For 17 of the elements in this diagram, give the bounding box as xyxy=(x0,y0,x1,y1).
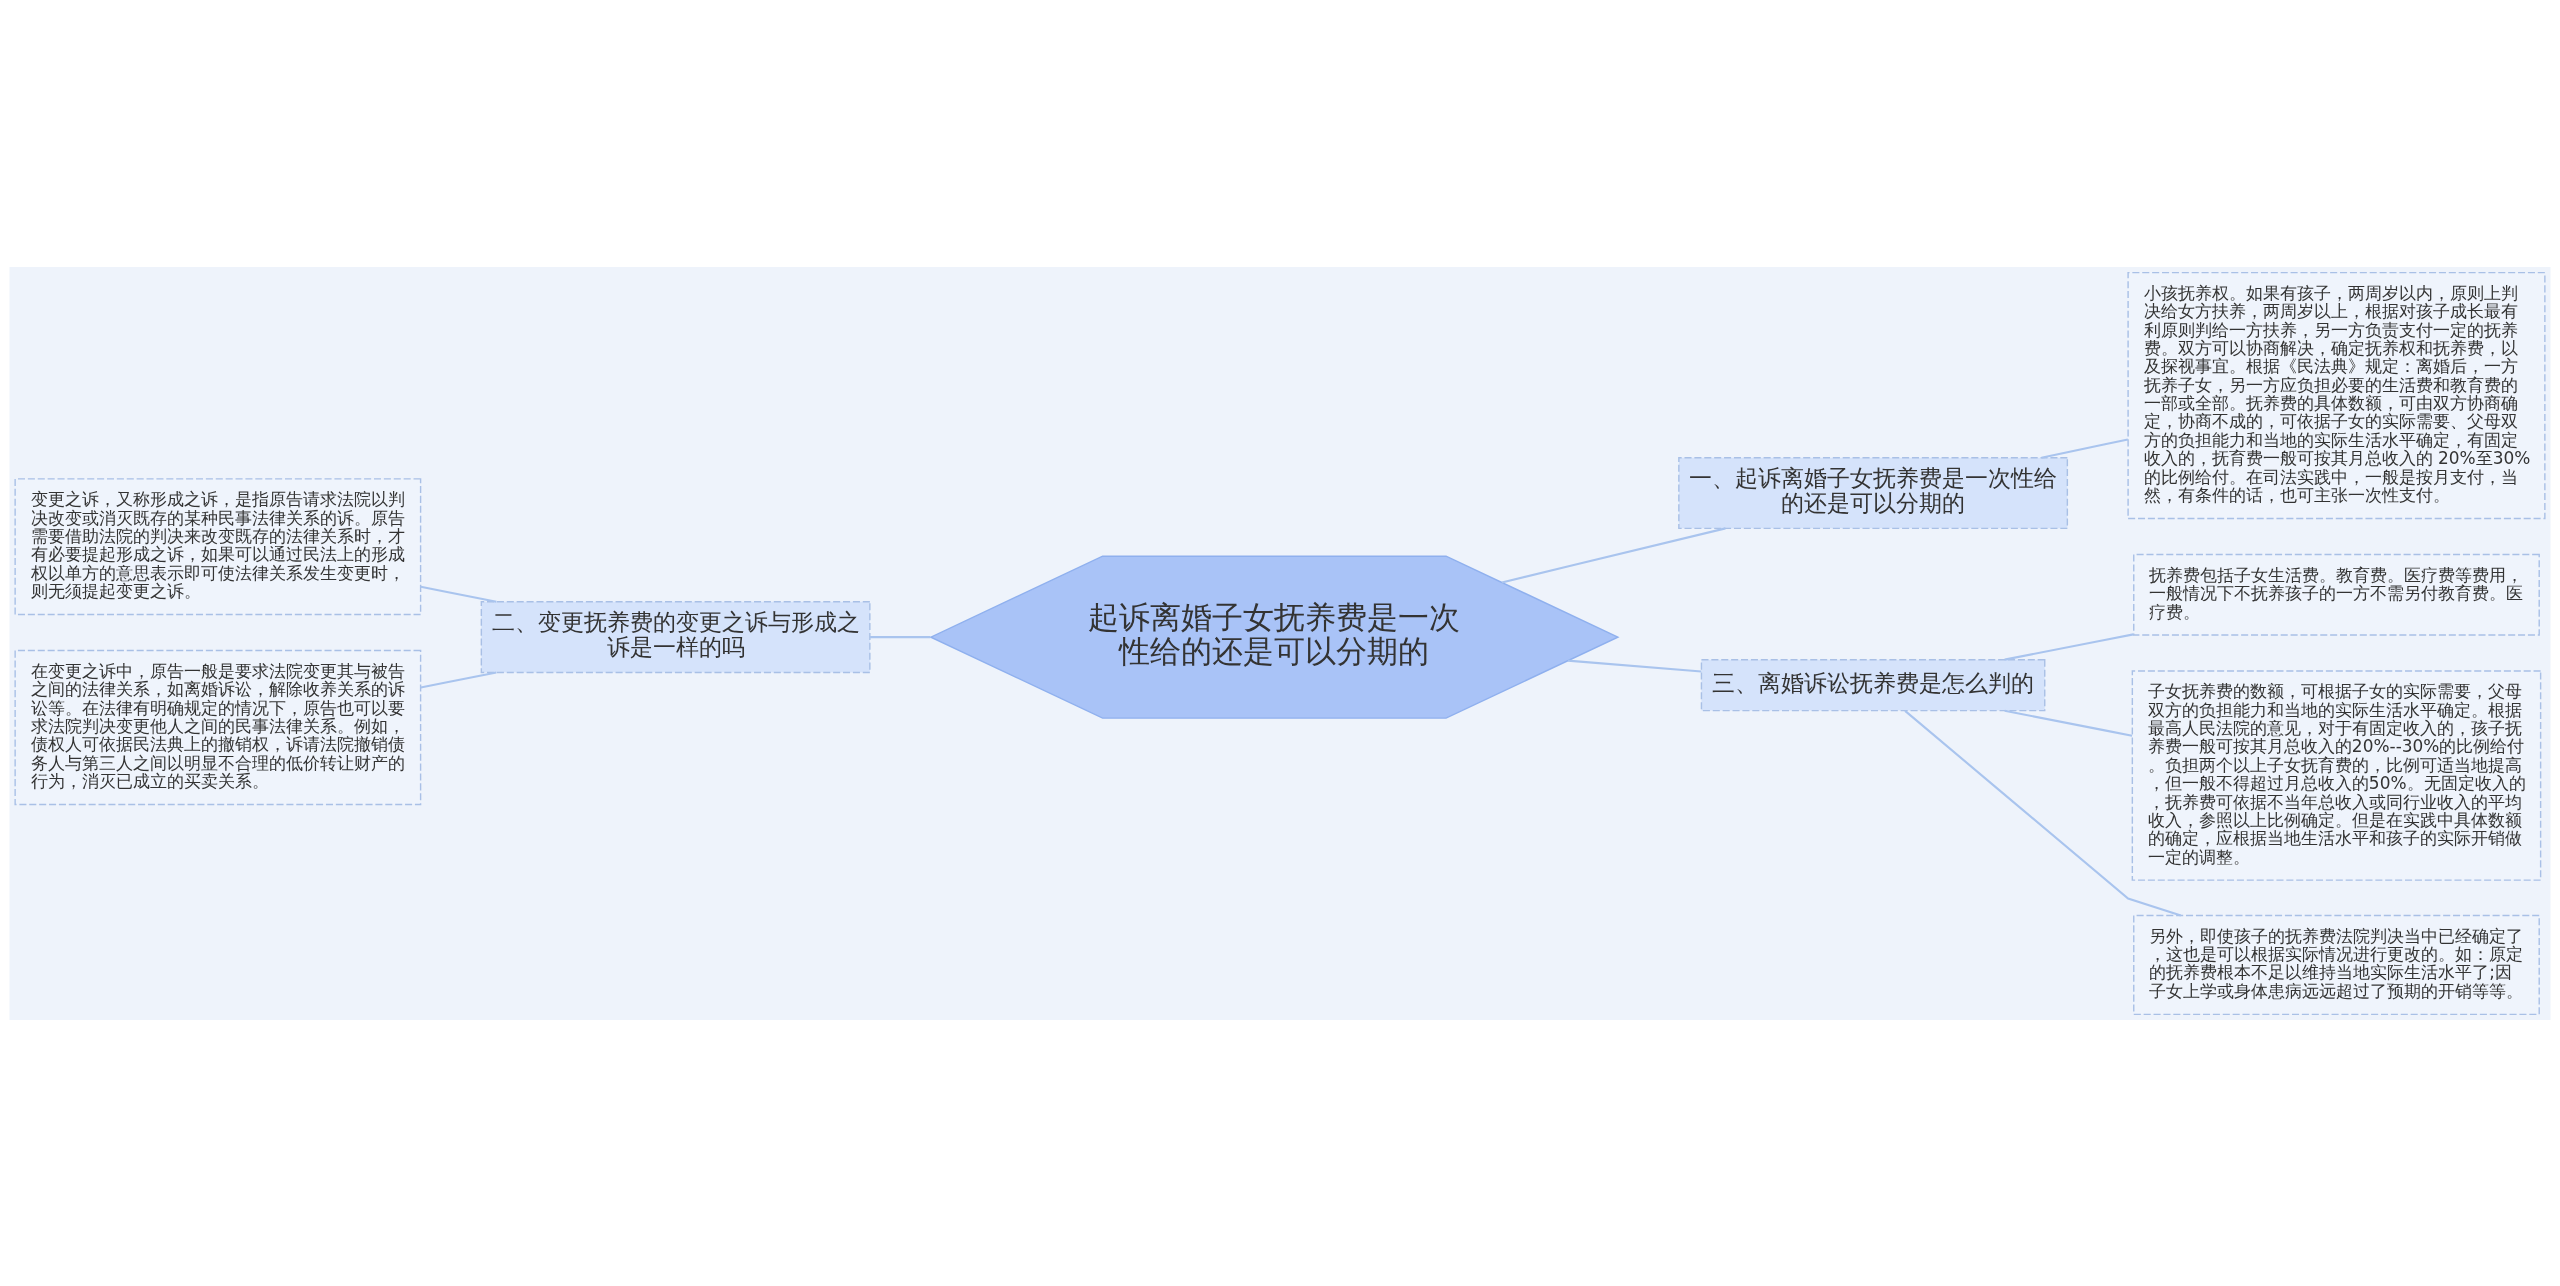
connector xyxy=(2041,437,2129,459)
node-box: 变更之诉，又称形成之诉，是指原告请求法院以判决改变或消灭既存的某种民事法律关系的诉。原告需要借助法院的判决来改变既存的法律关系时，才有必要提起形成之诉，如果可以通过民法上的形成权以单方的意思表示即可使法律关系发生变更时，则无须提起变更之诉。 xyxy=(14,477,422,615)
node-box: 子女抚养费的数额，可根据子女的实际需要，父母双方的负担能力和当地的实际生活水平确定。根据最高人民法院的意见，对于有固定收入的，孩子抚养费一般可按其月总收入的20%--30%的比例给付。负担两个以上子女抚育费的，比例可适当地提高，但一般不得超过月总收入的50%。无固定收入的，抚养费可依据不当年总收入或同行业收入的平均收入，参照以上比例确定。但是在实践中具体数额的确定，应根据当地生活水平和孩子的实际开销做一定的调整。 xyxy=(2131,669,2542,881)
node-box: 小孩抚养权。如果有孩子，两周岁以内，原则上判决给女方扶养，两周岁以上，根据对孩子成长最有利原则判给一方扶养，另一方负责支付一定的抚养费。双方可以协商解决，确定抚养权和抚养费，以及探视事宜。根据《民法典》规定：离婚后，一方抚养子女，另一方应负担必要的生活费和教育费的一部或全部。抚养费的具体数额，可由双方协商确定，协商不成的，可依据子女的实际需要、父母双方的负担能力和当地的实际生活水平确定，有固定收入的，抚育费一般可按其月总收入的 20%至30%的比例给付。在司法实践中，一般是按月支付，当然，有条件的话，也可主张一次性支付。 xyxy=(2127,271,2546,519)
node-box: 二、变更抚养费的变更之诉与形成之诉是一样的吗 xyxy=(480,600,871,673)
connector xyxy=(420,585,497,603)
connector xyxy=(1501,526,1726,583)
node-box: 三、离婚诉讼抚养费是怎么判的 xyxy=(1700,658,2046,711)
connector xyxy=(870,635,931,638)
node-box: 在变更之诉中，原告一般是要求法院变更其与被告之间的法律关系，如离婚诉讼，解除收养关系的诉讼等。在法律有明确规定的情况下，原告也可以要求法院判决变更他人之间的民事法律关系。例如，债权人可依据民法典上的撤销权，诉请法院撤销债务人与第三人之间以明显不合理的低价转让财产的行为，消灭已成立的买卖关系。 xyxy=(14,649,422,805)
node-box: 另外，即使孩子的抚养费法院判决当中已经确定了，这也是可以根据实际情况进行更改的。如：原定的抚养费根本不足以维持当地实际生活水平了;因子女上学或身体患病远远超过了预期的开销等等。 xyxy=(2133,914,2540,1015)
connector xyxy=(420,670,497,689)
node-box: 抚养费包括子女生活费。教育费。医疗费等费用，一般情况下不抚养孩子的一方不需另付教育费。医疗费。 xyxy=(2133,553,2540,636)
connector xyxy=(2004,709,2133,737)
connector xyxy=(2004,632,2134,661)
connector xyxy=(1567,659,1702,672)
node-box: 一、起诉离婚子女抚养费是一次性给的还是可以分期的 xyxy=(1678,456,2069,529)
